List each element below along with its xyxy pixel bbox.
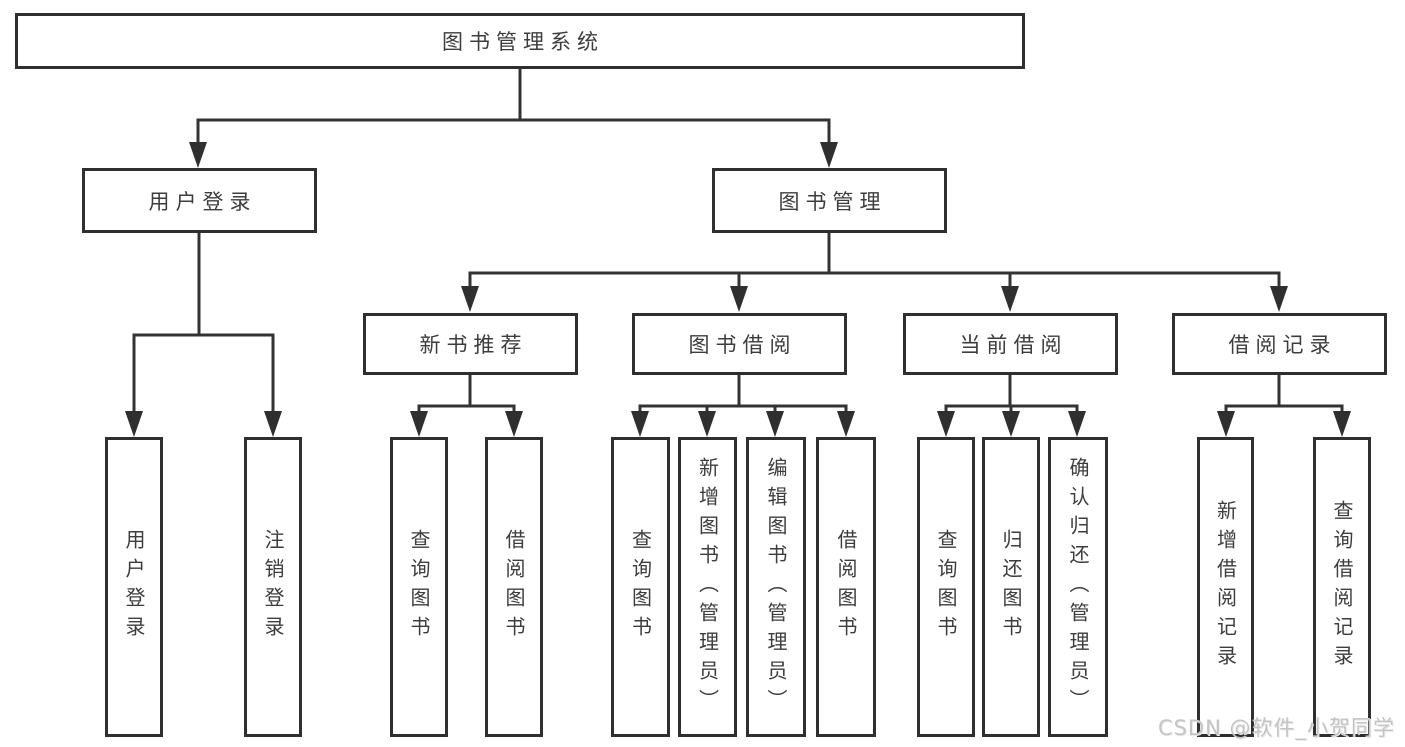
node-book-borrow-label: 图书借阅 (688, 333, 797, 357)
node-current-borrow-label: 当前借阅 (959, 333, 1068, 357)
connector-book-mgmt-to-level3 (461, 231, 1288, 312)
leaf-confirm-return-admin: 确认归还（管理员） (1048, 437, 1108, 737)
node-borrow-records: 借阅记录 (1172, 313, 1387, 375)
node-book-management: 图书管理 (712, 168, 947, 233)
leaf-borrow-query-book-label: 查询图书 (628, 529, 653, 645)
leaf-newrec-query-book-label: 查询图书 (407, 529, 431, 645)
node-user-login-label: 用户登录 (148, 189, 257, 214)
connector-user-login-to-leaves (125, 231, 282, 437)
node-library-system-label: 图书管理系统 (442, 30, 604, 54)
leaf-edit-book-admin-label: 编辑图书（管理员） (764, 456, 788, 718)
leaf-newrec-borrow-book-label: 借阅图书 (502, 529, 526, 645)
leaf-add-borrow-record-label: 新增借阅记录 (1213, 500, 1238, 674)
node-library-system: 图书管理系统 (15, 13, 1025, 69)
leaf-current-query-book: 查询图书 (917, 437, 975, 737)
node-new-book-recommend-label: 新书推荐 (419, 333, 528, 357)
leaf-newrec-query-book: 查询图书 (390, 437, 448, 737)
leaf-query-borrow-record-label: 查询借阅记录 (1330, 500, 1354, 674)
leaf-add-borrow-record: 新增借阅记录 (1197, 437, 1254, 737)
node-book-management-label: 图书管理 (778, 189, 887, 214)
leaf-borrow-book-label: 借阅图书 (834, 529, 858, 645)
connector-borrow-records-to-leaves (1217, 373, 1351, 437)
leaf-return-book-label: 归还图书 (999, 529, 1023, 645)
leaf-add-book-admin-label: 新增图书（管理员） (695, 456, 720, 718)
node-user-login: 用户登录 (82, 168, 317, 233)
leaf-edit-book-admin: 编辑图书（管理员） (746, 437, 806, 737)
node-book-borrow: 图书借阅 (632, 313, 847, 375)
connector-new-rec-to-leaves (410, 373, 523, 437)
leaf-logout: 注销登录 (244, 437, 302, 737)
leaf-current-query-book-label: 查询图书 (934, 529, 958, 645)
connector-current-borrow-to-leaves (937, 373, 1086, 437)
connector-root-to-level2 (189, 67, 838, 168)
leaf-confirm-return-admin-label: 确认归还（管理员） (1066, 456, 1090, 718)
leaf-user-login-label: 用户登录 (122, 529, 146, 645)
leaf-logout-label: 注销登录 (261, 529, 285, 645)
node-new-book-recommend: 新书推荐 (363, 313, 578, 375)
node-current-borrow: 当前借阅 (903, 313, 1118, 375)
leaf-user-login: 用户登录 (105, 437, 163, 737)
leaf-add-book-admin: 新增图书（管理员） (678, 437, 737, 737)
node-borrow-records-label: 借阅记录 (1228, 333, 1337, 357)
leaf-borrow-book: 借阅图书 (816, 437, 876, 737)
leaf-return-book: 归还图书 (982, 437, 1040, 737)
watermark: CSDN @软件_小贺同学 (1157, 716, 1395, 740)
leaf-query-borrow-record: 查询借阅记录 (1313, 437, 1371, 737)
leaf-newrec-borrow-book: 借阅图书 (485, 437, 543, 737)
connector-book-borrow-to-leaves (631, 373, 855, 437)
leaf-borrow-query-book: 查询图书 (611, 437, 670, 737)
